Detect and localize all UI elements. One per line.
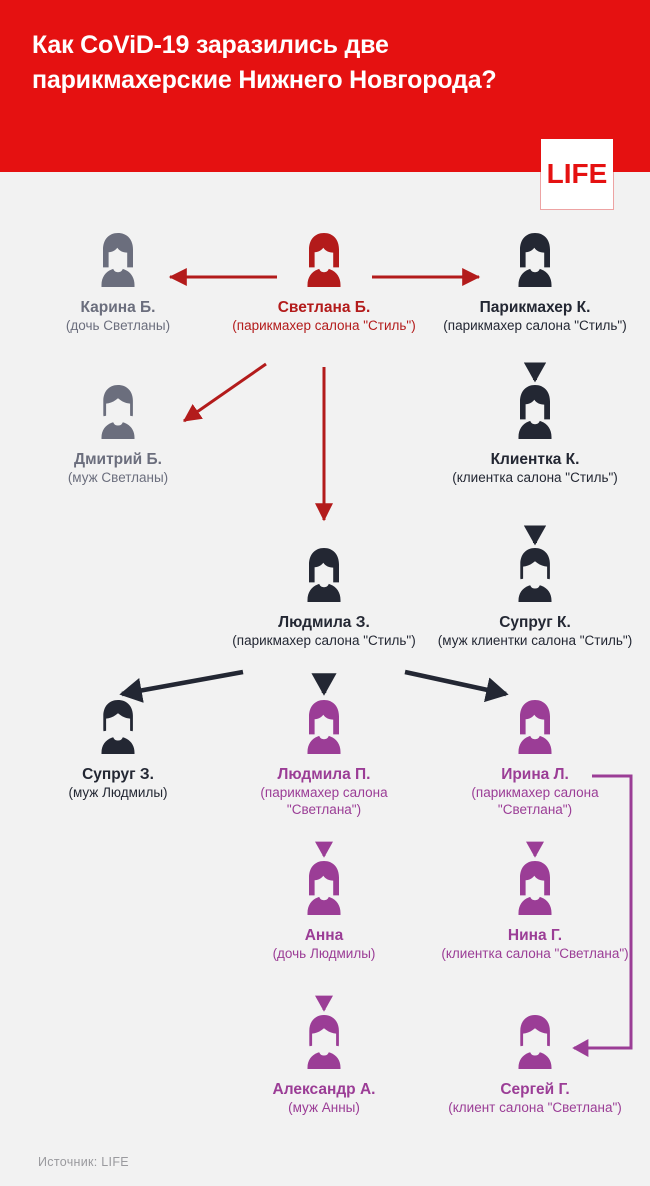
node-parikk: Парикмахер К. (парикмахер салона "Стиль") [435,232,635,334]
person-female-icon [435,860,635,921]
person-female-icon [435,384,635,445]
person-male-icon [18,384,218,445]
node-svetlana: Светлана Б. (парикмахер салона "Стиль") [224,232,424,334]
person-male-icon [435,547,635,608]
page-title: Как CoViD-19 заразились две парикмахерск… [32,31,497,94]
node-role: (парикмахер салона "Стиль") [232,633,416,648]
node-role: (муж Людмилы) [68,785,168,800]
node-name: Анна [304,927,344,944]
person-male-icon [435,1014,635,1075]
node-role: (парикмахер салона "Светлана") [471,785,599,817]
node-role: (парикмахер салона "Светлана") [260,785,388,817]
transmission-diagram: Карина Б. (дочь Светланы) Светлана Б. (пари… [0,172,650,1186]
person-male-icon [224,1014,424,1075]
node-name: Светлана Б. [277,299,371,316]
node-lyudmilap: Людмила П. (парикмахер салона "Светлана") [224,699,424,818]
node-aleksandr: Александр А. (муж Анны) [224,1014,424,1116]
node-irina: Ирина Л. (парикмахер салона "Светлана") [435,699,635,818]
node-role: (клиентка салона "Стиль") [452,470,618,485]
header-banner: Как CoViD-19 заразились две парикмахерск… [0,0,650,172]
node-name: Ирина Л. [501,766,569,783]
person-female-icon [224,860,424,921]
node-role: (парикмахер салона "Стиль") [443,318,627,333]
node-karina: Карина Б. (дочь Светланы) [18,232,218,334]
node-klientka: Клиентка К. (клиентка салона "Стиль") [435,384,635,486]
edge-irina-sergey [572,774,633,1057]
edge-layer [119,268,633,1057]
source-note: Источник: LIFE [38,1155,129,1169]
node-anna: Анна (дочь Людмилы) [224,860,424,962]
person-female-icon [18,232,218,293]
node-role: (муж клиентки салона "Стиль") [437,633,633,648]
person-male-icon [18,699,218,760]
node-role: (дочь Людмилы) [272,946,376,961]
node-role: (муж Светланы) [67,470,169,485]
edge-lyudmilaz-irina [404,669,509,703]
node-sergey: Сергей Г. (клиент салона "Светлана") [435,1014,635,1116]
node-name: Александр А. [272,1081,376,1098]
node-dmitry: Дмитрий Б. (муж Светланы) [18,384,218,486]
node-role: (дочь Светланы) [65,318,171,333]
node-name: Дмитрий Б. [74,451,162,468]
person-female-icon [224,699,424,760]
node-name: Сергей Г. [500,1081,570,1098]
node-role: (клиент салона "Светлана") [448,1100,622,1115]
node-role: (парикмахер салона "Стиль") [232,318,416,333]
node-name: Карина Б. [80,299,156,316]
life-logo-text: LIFE [546,158,608,189]
node-name: Супруг К. [499,614,571,631]
node-name: Людмила П. [277,766,371,783]
node-name: Парикмахер К. [479,299,591,316]
node-lyudmilaz: Людмила З. (парикмахер салона "Стиль") [224,547,424,649]
person-female-icon [224,232,424,293]
node-role: (муж Анны) [288,1100,360,1115]
person-female-icon [224,547,424,608]
person-female-icon [435,699,635,760]
node-name: Нина Г. [507,927,563,944]
node-suprugk: Супруг К. (муж клиентки салона "Стиль") [435,547,635,649]
edge-lyudmilaz-suprugz [119,669,244,703]
node-name: Супруг З. [82,766,154,783]
node-name: Людмила З. [278,614,370,631]
life-logo: LIFE [541,139,613,209]
edge-svetlana-dmitry [183,362,267,423]
node-nina: Нина Г. (клиентка салона "Светлана") [435,860,635,962]
node-name: Клиентка К. [490,451,580,468]
node-role: (клиентка салона "Светлана") [441,946,629,961]
node-suprugz: Супруг З. (муж Людмилы) [18,699,218,801]
person-female-icon [435,232,635,293]
